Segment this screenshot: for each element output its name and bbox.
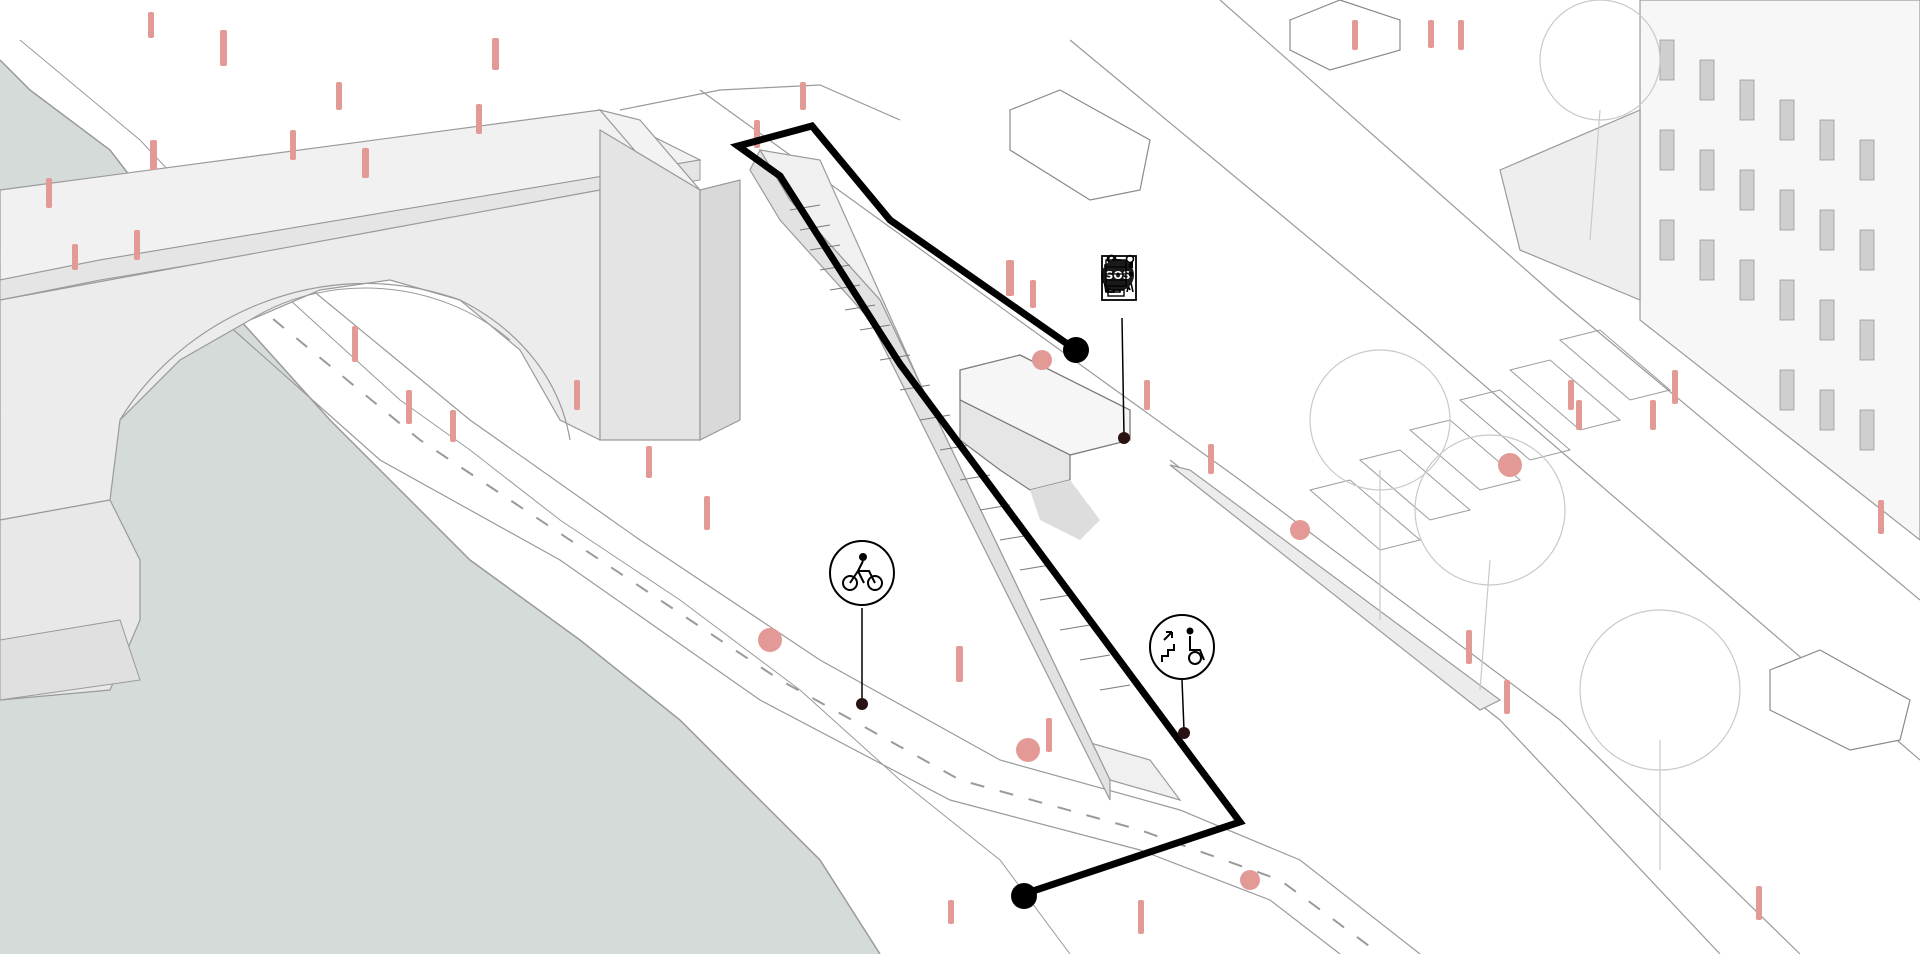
bridge-arch xyxy=(119,282,571,441)
trees xyxy=(1309,0,1741,870)
bicycle-icon xyxy=(842,553,883,591)
service-pavilion-shadow xyxy=(1030,480,1100,540)
car-3 xyxy=(1769,649,1911,751)
baby-changing-icon xyxy=(1101,254,1178,294)
female-restroom-icon xyxy=(1101,254,1254,294)
sos-icon: SOS xyxy=(1102,254,1380,294)
bridge-facade xyxy=(0,189,601,521)
access-callout xyxy=(1149,614,1215,680)
abutment-side xyxy=(699,179,741,441)
people xyxy=(46,12,1884,934)
boulevard-edge xyxy=(1219,0,1920,601)
access-leader xyxy=(1181,679,1185,731)
services-leader-dot xyxy=(1118,432,1130,444)
bridge-parapet xyxy=(0,159,701,301)
cycle-callout xyxy=(829,540,895,606)
services-leader xyxy=(1121,317,1125,437)
male-restroom-icon xyxy=(1104,254,1216,294)
building-windows xyxy=(1659,39,1875,451)
route-end-top xyxy=(1063,337,1089,363)
access-leader-dot xyxy=(1178,727,1190,739)
upper-landing xyxy=(619,84,901,121)
wheelchair-icon xyxy=(1103,254,1298,294)
crosswalk xyxy=(1308,329,1672,551)
bike-lane xyxy=(199,299,1341,954)
cars xyxy=(1009,0,1911,751)
courtyard-wall xyxy=(1499,109,1641,301)
accessible-route-line xyxy=(729,122,1246,900)
vending-machine-icon xyxy=(1101,254,1428,301)
car-2 xyxy=(1289,0,1401,71)
route-end-bottom xyxy=(1011,883,1037,909)
building-facade xyxy=(1639,0,1920,541)
amenities-row: SOS xyxy=(1100,254,1428,301)
water-fountain-icon xyxy=(1102,254,1336,294)
stairs-wheelchair-icon xyxy=(1161,627,1205,665)
boulevard-edge-2 xyxy=(1069,39,1920,761)
river-water xyxy=(0,60,880,954)
sos-label: SOS xyxy=(1105,269,1130,282)
bridge-pier-base xyxy=(0,619,141,701)
bike-lane-edge xyxy=(299,279,1421,954)
retaining-wall xyxy=(1169,464,1502,711)
embankment-edge xyxy=(0,59,881,954)
car-1 xyxy=(1009,89,1151,201)
upper-road-edge xyxy=(699,89,1801,954)
cycle-leader-dot xyxy=(856,698,868,710)
bike-lane-dashes xyxy=(249,299,1381,954)
bridge-arch-inner xyxy=(249,287,511,341)
